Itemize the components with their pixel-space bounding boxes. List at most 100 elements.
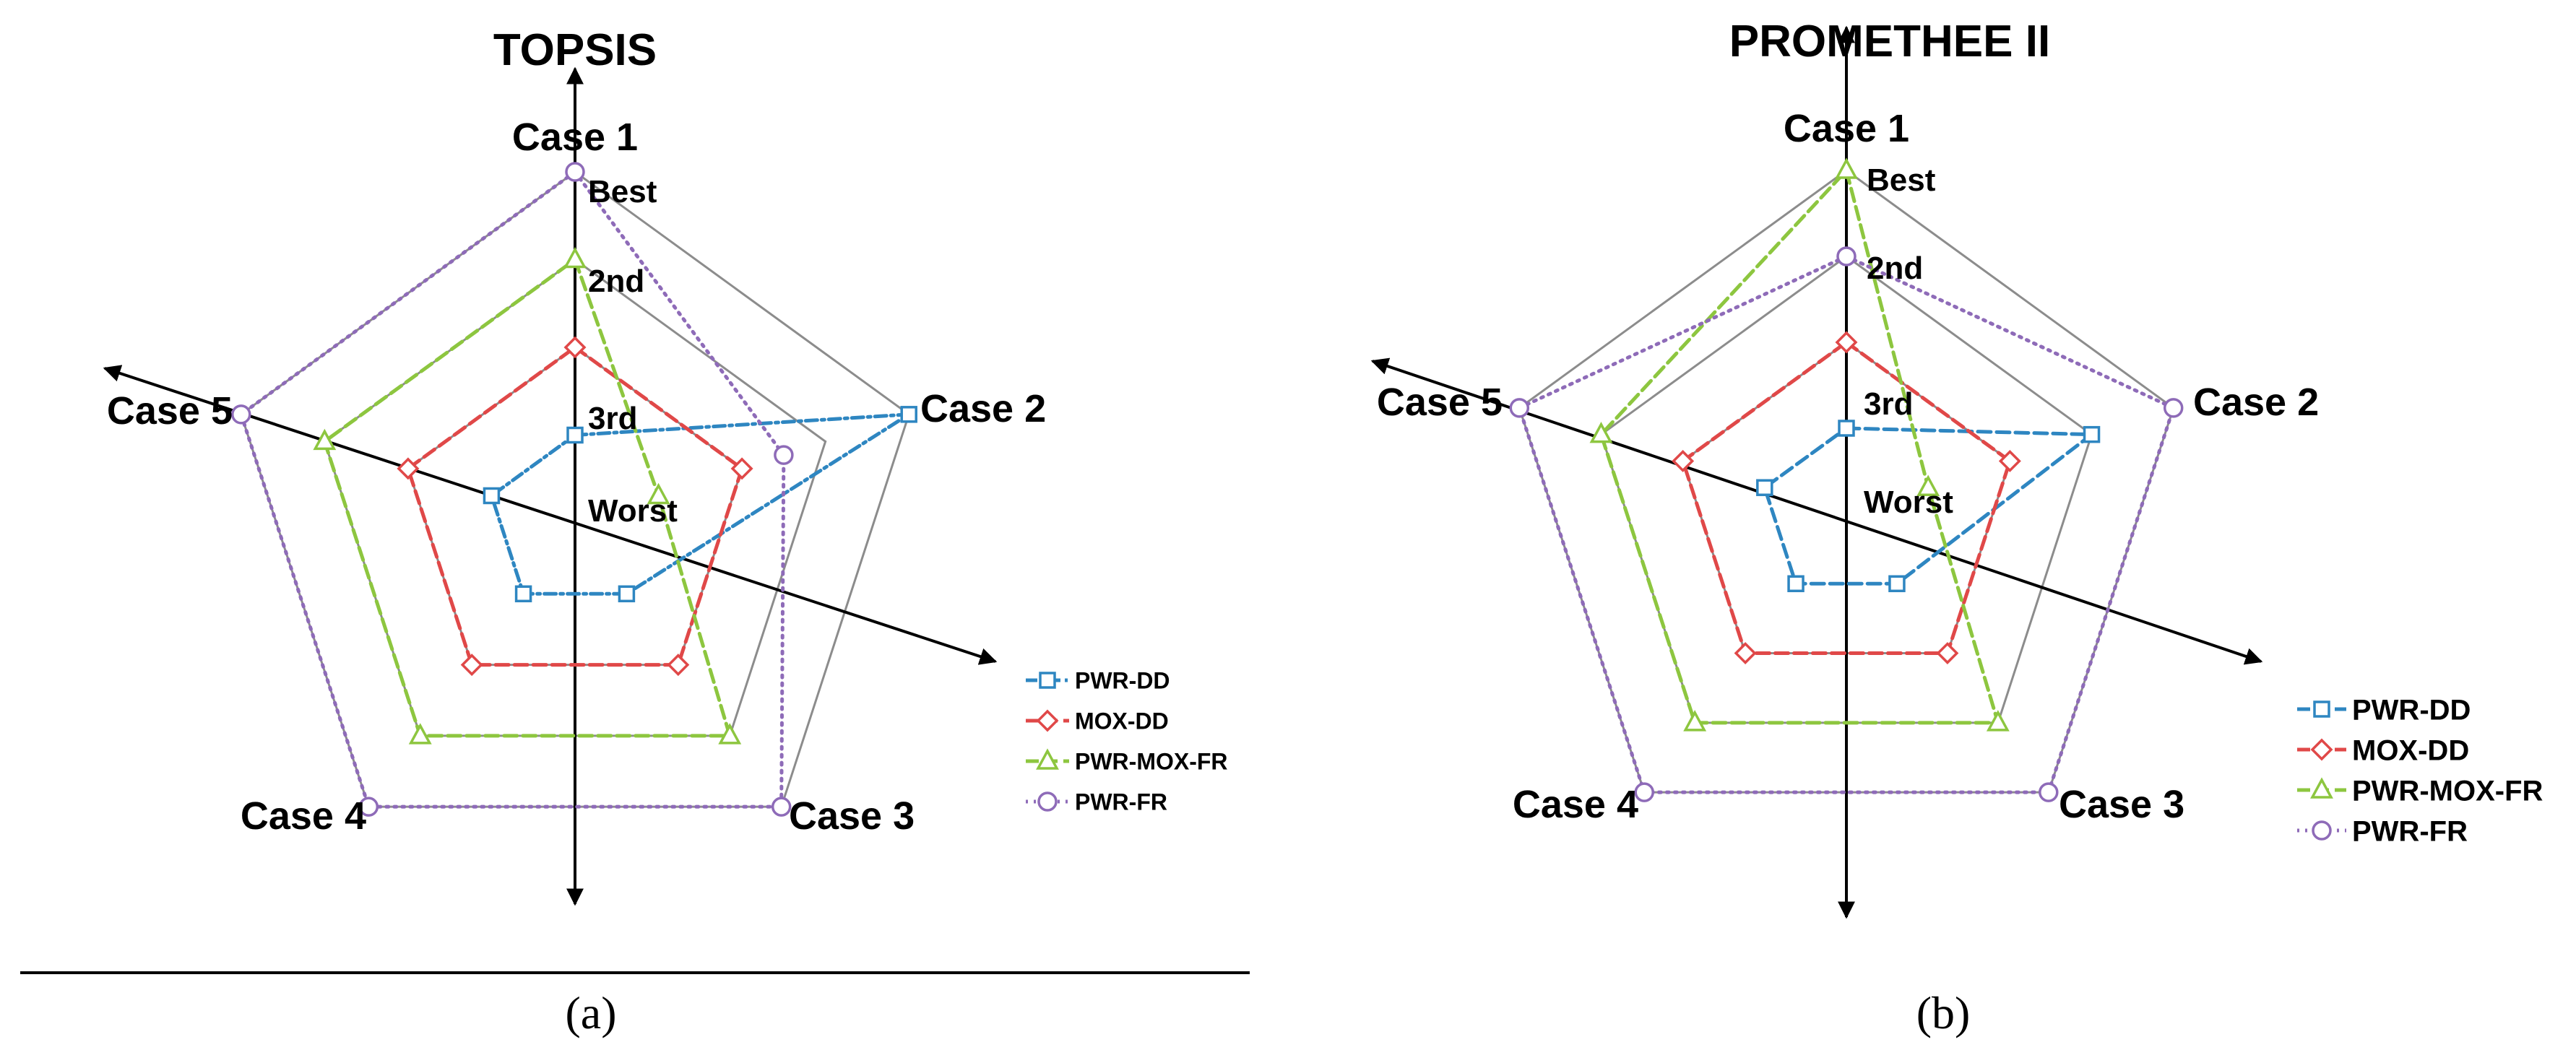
level-label-3rd: 3rd — [588, 401, 637, 436]
data-point-mox-dd-case-3 — [1936, 642, 1959, 665]
level-label-2nd: 2nd — [1867, 251, 1923, 286]
legend-marker-pwr-dd — [1039, 672, 1056, 689]
data-point-pwr-mox-fr-case-4 — [408, 723, 432, 745]
legend-marker-pwr-fr — [2312, 820, 2332, 841]
axis-label-case-4: Case 4 — [241, 794, 366, 838]
legend-marker-pwr-dd — [2313, 700, 2330, 718]
axis-label-case-1: Case 1 — [1784, 107, 1909, 150]
data-point-pwr-fr-case-5 — [231, 404, 251, 425]
data-point-pwr-dd-case-2 — [2083, 425, 2101, 443]
legend-label-pwr-mox-fr: PWR-MOX-FR — [2352, 775, 2543, 807]
legend-label-mox-dd: MOX-DD — [2352, 734, 2469, 766]
chart-title: TOPSIS — [493, 25, 657, 75]
data-point-pwr-fr-case-1 — [1836, 246, 1857, 266]
data-point-pwr-mox-fr-case-5 — [313, 428, 337, 451]
data-point-pwr-mox-fr-case-1 — [1835, 157, 1858, 179]
series-line-pwr-mox-fr — [1599, 166, 2001, 725]
legend: PWR-DD MOX-DD PWR-MOX-FR PWR-FR — [1026, 668, 1228, 815]
data-point-pwr-fr-case-4 — [358, 797, 379, 817]
series-line-pwr-dd — [489, 412, 910, 596]
legend-marker-pwr-mox-fr — [1036, 748, 1059, 770]
data-point-pwr-dd-case-3 — [618, 585, 636, 603]
series-line-mox-dd — [1680, 339, 2013, 656]
series-pwr-dd — [1756, 420, 2101, 593]
level-label-3rd: 3rd — [1864, 386, 1913, 422]
series-line-pwr-mox-fr — [322, 256, 732, 738]
data-point-pwr-mox-fr-case-1 — [563, 246, 587, 269]
data-point-pwr-dd-case-4 — [514, 585, 532, 603]
legend-label-mox-dd: MOX-DD — [1075, 708, 1169, 734]
data-point-pwr-fr-case-5 — [1509, 398, 1530, 418]
panel-label: (b) — [1916, 987, 1971, 1038]
axis-label-case-2: Case 2 — [2193, 381, 2319, 424]
series-mox-dd — [397, 336, 753, 677]
data-point-pwr-mox-fr-case-2 — [1916, 474, 1940, 496]
series-pwr-fr — [231, 162, 794, 817]
legend: PWR-DD MOX-DD PWR-MOX-FR PWR-FR — [2297, 694, 2543, 847]
data-point-mox-dd-case-4 — [460, 654, 483, 677]
data-point-pwr-dd-case-2 — [900, 406, 917, 423]
legend-marker-pwr-fr — [1037, 791, 1058, 812]
axis-label-case-5: Case 5 — [1377, 381, 1503, 424]
data-point-pwr-dd-case-4 — [1787, 575, 1805, 593]
series-line-pwr-fr — [1517, 254, 2176, 794]
data-point-mox-dd-case-5 — [1672, 449, 1695, 472]
data-point-pwr-dd-case-5 — [483, 487, 501, 505]
level-label-worst: Worst — [1864, 485, 1953, 520]
data-point-pwr-fr-case-2 — [2163, 398, 2184, 418]
diagonal-axis-arrow — [103, 365, 998, 665]
axis-label-case-2: Case 2 — [920, 387, 1046, 430]
data-point-pwr-fr-case-1 — [565, 162, 585, 182]
data-point-pwr-fr-case-4 — [1634, 782, 1654, 802]
axis-label-case-1: Case 1 — [512, 116, 638, 159]
data-point-pwr-fr-case-3 — [2039, 782, 2059, 802]
level-label-best: Best — [1867, 162, 1936, 198]
data-point-mox-dd-case-3 — [667, 654, 690, 677]
diagonal-axis-arrow — [1370, 357, 2263, 665]
axis-label-case-3: Case 3 — [2059, 783, 2184, 826]
series-pwr-dd — [483, 406, 917, 603]
data-point-pwr-mox-fr-case-3 — [718, 723, 742, 745]
chart-panel-b: Worst 3rd 2nd Best Case 1 Case 2 Case 3 Case 4 C… — [1370, 17, 2543, 1038]
data-point-mox-dd-case-5 — [397, 457, 420, 480]
legend-label-pwr-fr: PWR-FR — [1075, 789, 1167, 815]
data-point-pwr-mox-fr-case-3 — [1986, 710, 2010, 732]
legend-label-pwr-dd: PWR-DD — [2352, 694, 2471, 726]
legend-marker-mox-dd — [1036, 709, 1059, 732]
data-point-mox-dd-case-2 — [730, 457, 753, 480]
axis-label-case-4: Case 4 — [1513, 783, 1638, 826]
series-line-pwr-fr — [238, 169, 786, 809]
data-point-pwr-fr-case-2 — [774, 445, 794, 465]
series-pwr-fr — [1509, 246, 2184, 802]
series-mox-dd — [1672, 331, 2021, 665]
data-point-pwr-fr-case-3 — [771, 797, 792, 817]
legend-label-pwr-mox-fr: PWR-MOX-FR — [1075, 749, 1228, 775]
series-line-pwr-dd — [1762, 426, 2097, 586]
data-point-pwr-dd-case-5 — [1756, 479, 1773, 496]
legend-marker-pwr-mox-fr — [2310, 777, 2333, 799]
data-point-mox-dd-case-1 — [563, 336, 587, 359]
data-point-mox-dd-case-4 — [1734, 642, 1757, 665]
legend-marker-mox-dd — [2310, 738, 2333, 761]
legend-label-pwr-fr: PWR-FR — [2352, 815, 2468, 847]
panel-label: (a) — [565, 987, 616, 1038]
level-label-worst: Worst — [588, 493, 678, 529]
data-point-pwr-mox-fr-case-4 — [1683, 710, 1707, 732]
chart-title: PROMETHEE II — [1729, 17, 2050, 66]
series-pwr-mox-fr — [313, 246, 742, 745]
data-point-pwr-mox-fr-case-2 — [647, 482, 670, 505]
data-point-pwr-dd-case-1 — [566, 426, 584, 444]
data-point-mox-dd-case-2 — [1998, 449, 2021, 472]
series-pwr-mox-fr — [1589, 157, 2010, 732]
data-point-mox-dd-case-1 — [1835, 331, 1858, 354]
axis-label-case-5: Case 5 — [107, 389, 233, 433]
legend-label-pwr-dd: PWR-DD — [1075, 668, 1170, 694]
data-point-pwr-dd-case-1 — [1838, 420, 1855, 437]
data-point-pwr-mox-fr-case-5 — [1589, 422, 1613, 443]
level-label-best: Best — [588, 174, 657, 209]
level-label-2nd: 2nd — [588, 264, 644, 299]
data-point-pwr-dd-case-3 — [1888, 575, 1906, 593]
series-line-mox-dd — [405, 344, 745, 667]
